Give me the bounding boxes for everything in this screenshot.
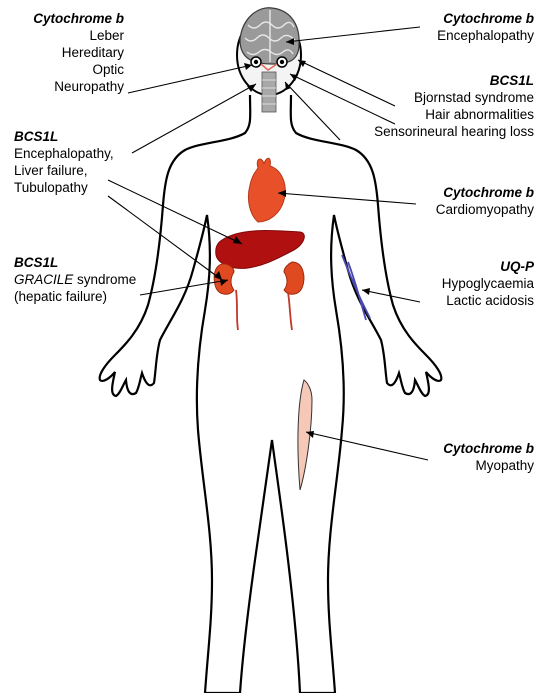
label-cardio: Cytochrome b Cardiomyopathy: [436, 184, 534, 218]
arrow-uqp: [362, 288, 370, 295]
condition-line: Hair abnormalities: [374, 106, 534, 123]
condition-line: Leber: [10, 27, 124, 44]
label-uqp: UQ-P Hypoglycaemia Lactic acidosis: [442, 258, 534, 309]
gene-name: UQ-P: [442, 258, 534, 275]
condition-line: Lactic acidosis: [442, 292, 534, 309]
leader-cardio: [278, 193, 416, 204]
condition-line: Tubulopathy: [14, 179, 114, 196]
kidney-right: [284, 262, 304, 294]
condition-line: Liver failure,: [14, 162, 114, 179]
condition-line: Bjornstad syndrome: [374, 89, 534, 106]
condition-line: Myopathy: [443, 457, 534, 474]
label-brain: Cytochrome b Encephalopathy: [437, 10, 534, 44]
left-pupil: [254, 60, 258, 64]
brainstem: [262, 72, 276, 112]
gene-name: BCS1L: [14, 254, 136, 271]
leader-lhon: [128, 65, 252, 93]
condition-line: GRACILE syndrome: [14, 271, 136, 288]
syndrome-word: syndrome: [73, 272, 136, 287]
gene-name: Cytochrome b: [10, 10, 124, 27]
leader-bcs1l-encephalopathy: [132, 84, 256, 153]
kidney-left: [214, 264, 234, 294]
label-myopathy: Cytochrome b Myopathy: [443, 440, 534, 474]
gene-name: Cytochrome b: [437, 10, 534, 27]
leader-bcs1l-liver: [108, 180, 242, 244]
condition-line: Optic: [10, 61, 124, 78]
condition-line: Neuropathy: [10, 78, 124, 95]
arm-veins: [342, 255, 370, 320]
gracile-word: GRACILE: [14, 272, 73, 287]
gene-name: Cytochrome b: [436, 184, 534, 201]
gene-name: Cytochrome b: [443, 440, 534, 457]
condition-line: Sensorineural hearing loss: [374, 123, 534, 140]
label-gracile: BCS1L GRACILE syndrome (hepatic failure): [14, 254, 136, 305]
leader-bjornstad-3: [285, 82, 340, 140]
label-lhon: Cytochrome b Leber Hereditary Optic Neur…: [10, 10, 124, 95]
right-pupil: [280, 60, 284, 64]
label-bcs1l-multi: BCS1L Encephalopathy, Liver failure, Tub…: [14, 128, 114, 196]
label-bjornstad: BCS1L Bjornstad syndrome Hair abnormalit…: [374, 72, 534, 140]
leader-myopathy: [306, 432, 428, 460]
condition-line: Hereditary: [10, 44, 124, 61]
gene-name: BCS1L: [14, 128, 114, 145]
condition-line: (hepatic failure): [14, 288, 136, 305]
condition-line: Cardiomyopathy: [436, 201, 534, 218]
gene-name: BCS1L: [374, 72, 534, 89]
condition-line: Encephalopathy: [437, 27, 534, 44]
heart-organ: [248, 158, 285, 222]
condition-line: Hypoglycaemia: [442, 275, 534, 292]
leader-brain: [286, 27, 420, 42]
condition-line: Encephalopathy,: [14, 145, 114, 162]
ureters: [236, 290, 292, 330]
